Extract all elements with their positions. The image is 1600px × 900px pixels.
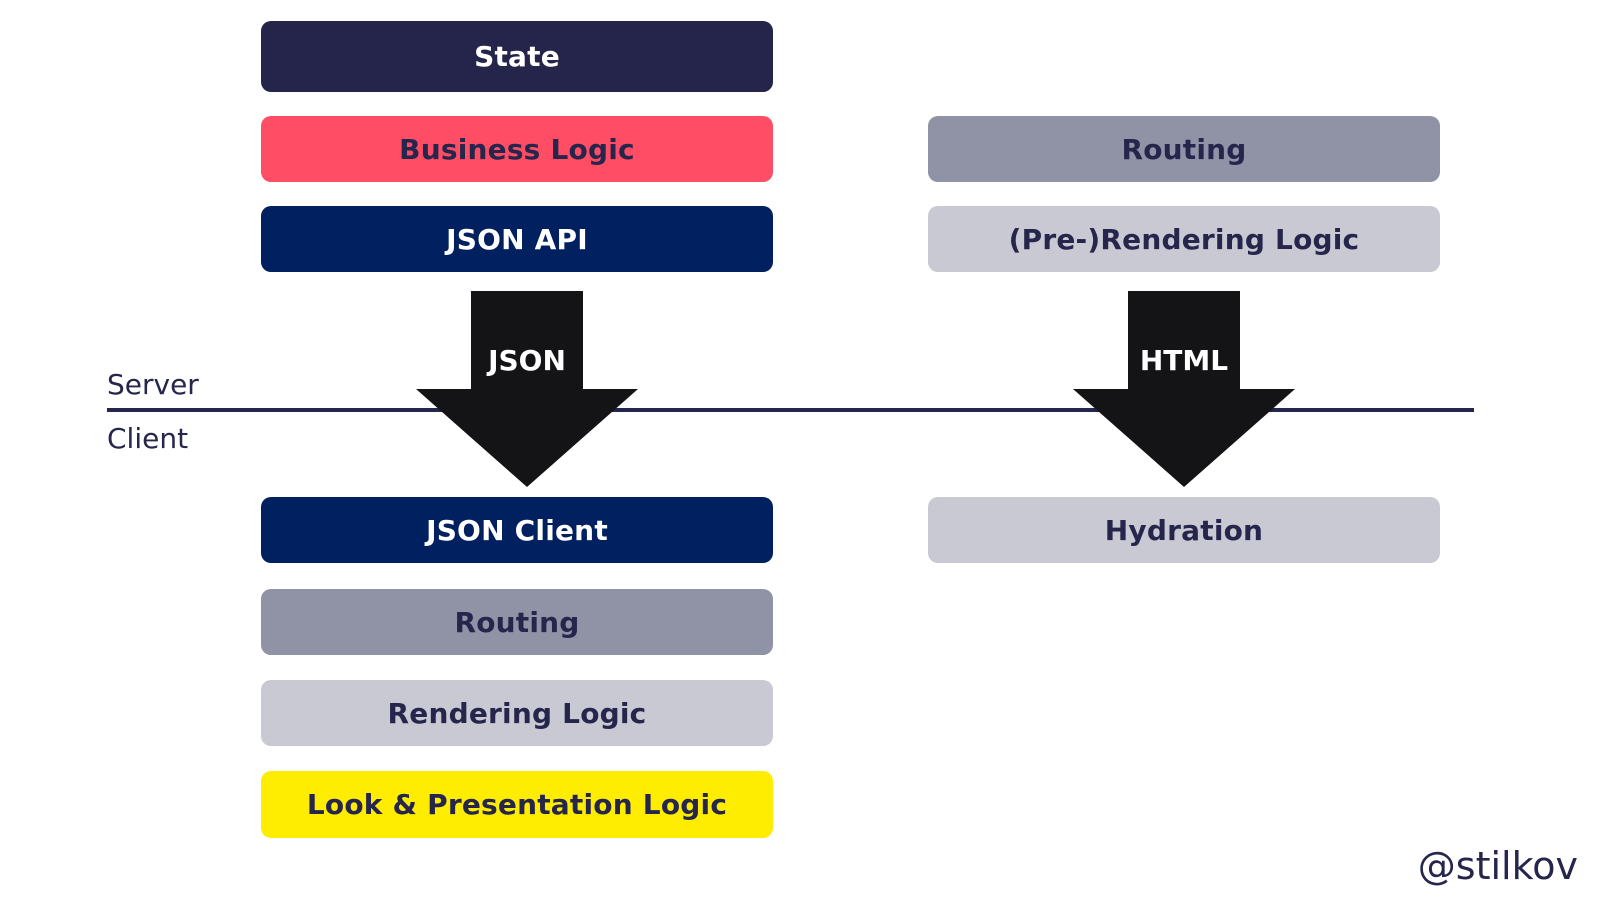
server-client-divider <box>107 408 1474 412</box>
json-client-label: JSON Client <box>426 513 608 547</box>
json-arrow-label: JSON <box>488 344 566 377</box>
json-api-label: JSON API <box>446 222 588 256</box>
prerendering-logic-box: (Pre-)Rendering Logic <box>928 206 1440 272</box>
client-routing-label: Routing <box>454 605 580 639</box>
rendering-logic-label: Rendering Logic <box>387 696 647 730</box>
html-arrow-icon <box>1073 291 1295 487</box>
server-routing-box: Routing <box>928 116 1440 182</box>
hydration-box: Hydration <box>928 497 1440 563</box>
client-routing-box: Routing <box>261 589 773 655</box>
prerendering-logic-label: (Pre-)Rendering Logic <box>1008 222 1360 256</box>
state-label: State <box>474 40 560 73</box>
json-arrow-icon <box>416 291 638 487</box>
look-presentation-logic-box: Look & Presentation Logic <box>261 771 773 838</box>
server-tier-label: Server <box>107 368 199 401</box>
business-logic-box: Business Logic <box>261 116 773 182</box>
json-api-box: JSON API <box>261 206 773 272</box>
hydration-label: Hydration <box>1104 513 1264 547</box>
html-arrow-label: HTML <box>1139 344 1229 377</box>
look-presentation-logic-label: Look & Presentation Logic <box>306 788 728 821</box>
server-routing-label: Routing <box>1121 132 1247 166</box>
client-tier-label: Client <box>107 422 189 455</box>
json-client-box: JSON Client <box>261 497 773 563</box>
business-logic-label: Business Logic <box>399 132 635 166</box>
rendering-logic-box: Rendering Logic <box>261 680 773 746</box>
state-box: State <box>261 21 773 92</box>
author-handle: @stilkov <box>1417 844 1578 888</box>
